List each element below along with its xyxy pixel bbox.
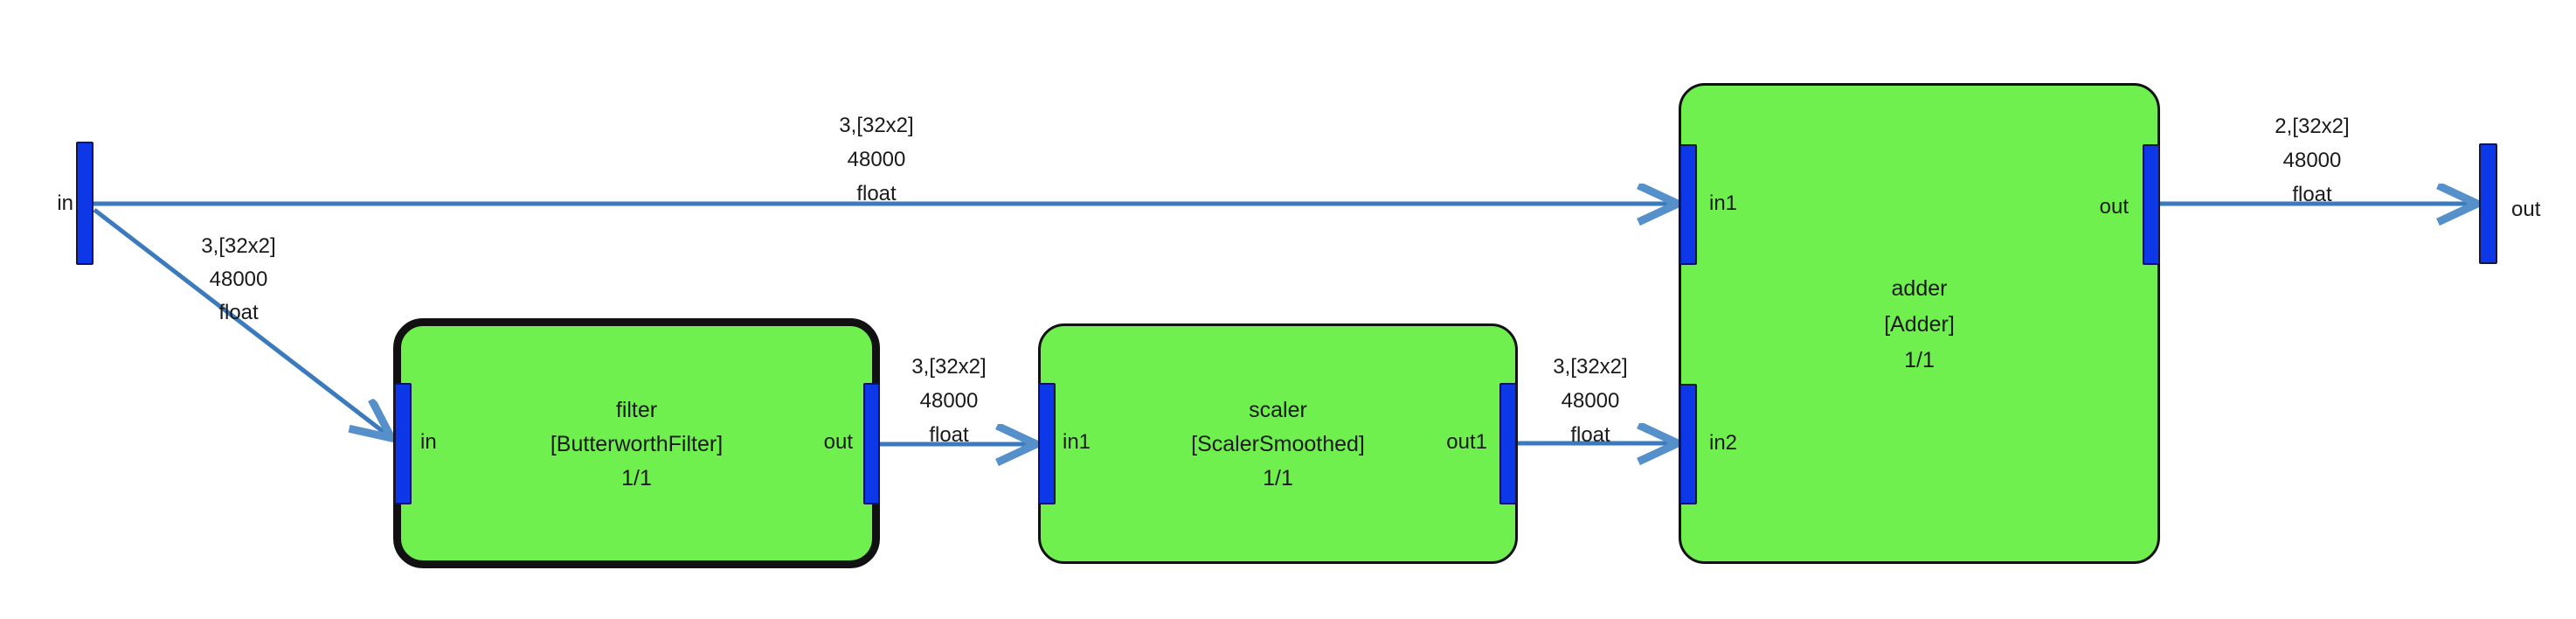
graph-output-port[interactable] xyxy=(2479,143,2497,264)
graph-output-label: out xyxy=(2511,198,2541,221)
node-adder-name: adder xyxy=(1891,276,1948,301)
port-scaler-in1-label: in1 xyxy=(1063,430,1091,454)
edge-label-line: 2,[32x2] xyxy=(2275,115,2350,138)
edge-label-line: 48000 xyxy=(2282,149,2342,172)
edge-label-filter-scaler: 3,[32x2] 48000 float xyxy=(911,350,986,452)
node-filter[interactable] xyxy=(393,318,880,568)
node-scaler-type: [ScalerSmoothed] xyxy=(1191,432,1365,456)
node-filter-ratio: 1/1 xyxy=(621,466,652,490)
port-adder-out[interactable] xyxy=(2143,144,2160,265)
edge-in-to-filter-in xyxy=(93,208,391,438)
edge-label-line: float xyxy=(929,423,969,447)
edge-label-adder-out: 2,[32x2] 48000 float xyxy=(2275,109,2349,212)
node-filter-type: [ButterworthFilter] xyxy=(550,432,724,456)
edge-label-line: float xyxy=(1570,423,1610,447)
port-adder-in1[interactable] xyxy=(1679,144,1697,265)
edge-label-line: 48000 xyxy=(847,148,906,171)
edge-label-in-filter: 3,[32x2] 48000 float xyxy=(201,230,275,330)
edge-label-line: float xyxy=(856,182,897,205)
node-scaler-name: scaler xyxy=(1249,398,1307,422)
edge-label-line: float xyxy=(2292,183,2332,206)
edge-label-line: 3,[32x2] xyxy=(839,114,914,137)
edge-label-line: float xyxy=(218,301,259,324)
edge-label-line: 48000 xyxy=(209,268,268,291)
graph-input-label: in xyxy=(57,191,73,215)
node-adder-type: [Adder] xyxy=(1884,312,1955,337)
port-adder-in2[interactable] xyxy=(1679,384,1697,504)
node-adder-title-block: adder [Adder] 1/1 xyxy=(1679,271,2160,379)
node-filter-name: filter xyxy=(615,398,658,422)
edge-label-line: 3,[32x2] xyxy=(911,355,987,379)
node-filter-title-block: filter [ButterworthFilter] 1/1 xyxy=(393,393,880,496)
port-adder-in2-label: in2 xyxy=(1709,431,1738,455)
edge-label-line: 48000 xyxy=(1561,389,1620,413)
edge-label-line: 3,[32x2] xyxy=(201,234,276,258)
port-adder-out-label: out xyxy=(2099,195,2129,219)
edge-label-scaler-adder: 3,[32x2] 48000 float xyxy=(1553,350,1627,452)
port-scaler-out1-label: out1 xyxy=(1446,430,1487,454)
port-filter-out[interactable] xyxy=(863,383,880,504)
port-filter-in-label: in xyxy=(420,430,437,454)
node-adder[interactable] xyxy=(1679,83,2160,564)
node-scaler-title-block: scaler [ScalerSmoothed] 1/1 xyxy=(1038,393,1518,496)
port-filter-out-label: out xyxy=(823,430,853,454)
graph-input-port[interactable] xyxy=(76,142,93,265)
node-scaler-ratio: 1/1 xyxy=(1263,466,1293,490)
edge-label-in-adder: 3,[32x2] 48000 float xyxy=(839,108,913,211)
node-scaler[interactable] xyxy=(1038,323,1518,564)
edge-label-line: 48000 xyxy=(919,389,979,413)
node-adder-ratio: 1/1 xyxy=(1904,348,1935,372)
port-adder-in1-label: in1 xyxy=(1709,191,1738,215)
port-scaler-out1[interactable] xyxy=(1499,383,1517,504)
edge-label-line: 3,[32x2] xyxy=(1553,355,1628,379)
